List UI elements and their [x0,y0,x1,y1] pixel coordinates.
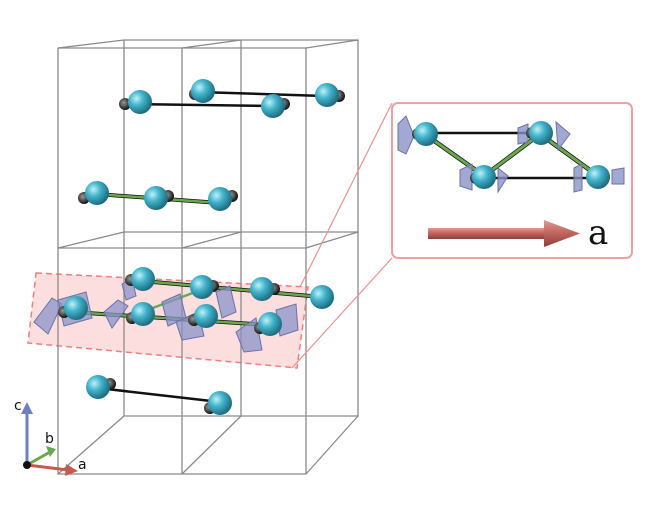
atom [190,275,219,299]
axis-triad: c b a [14,398,87,476]
axis-a-label: a [78,457,87,473]
atom [261,94,290,118]
direction-arrow [428,220,580,247]
axis-b-label: b [45,431,54,447]
atom [119,90,152,114]
atom [58,296,88,320]
atom [204,391,232,415]
direction-label: a [588,213,608,253]
bottom-layer-bonds [97,386,221,404]
atom [189,79,215,103]
inset-connectors [291,102,393,369]
axis-c-label: c [14,398,22,414]
atom [86,375,116,399]
top-layer-bonds [126,90,326,108]
atom [310,285,334,309]
atom [315,83,345,107]
atoms [58,79,345,415]
atom [254,312,282,336]
atom [144,186,174,210]
inset-panel: a [391,102,633,259]
atom [250,277,280,301]
atom [188,304,218,328]
atom [126,302,155,326]
atom [78,181,109,205]
atom [125,267,155,291]
inset-atoms [412,121,610,189]
atom [208,187,238,211]
